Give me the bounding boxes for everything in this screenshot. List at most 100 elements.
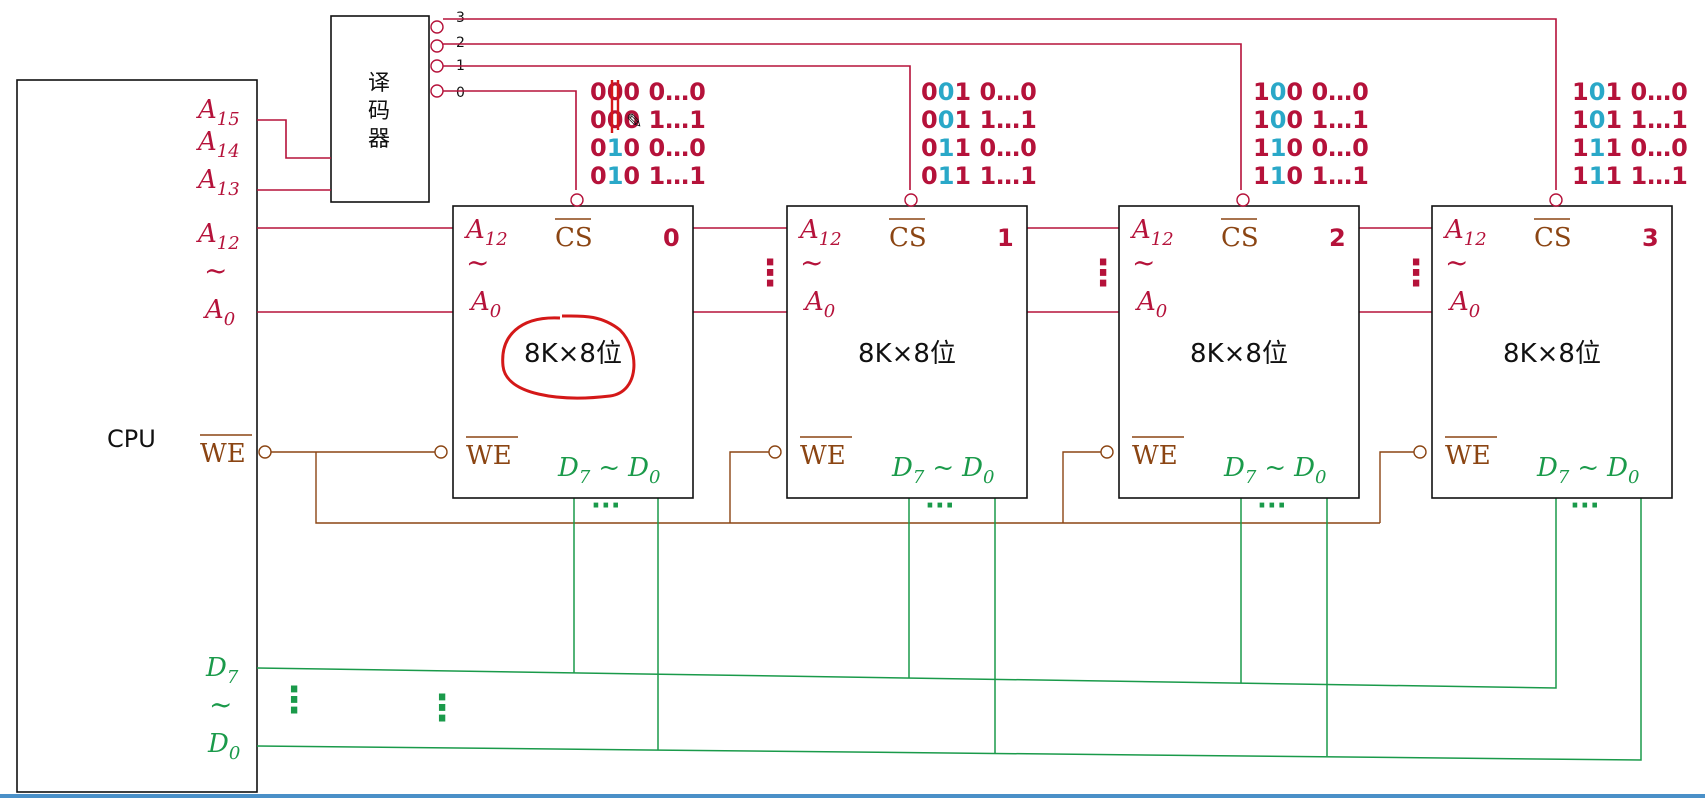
chip-pin-a12: A12 [798, 215, 842, 250]
chip-capacity: 8K×8位 [524, 339, 622, 369]
chip-pin-a12: A12 [1443, 215, 1487, 250]
addr-bus-ellipsis-3: ⋮ [1398, 253, 1434, 294]
decoder-output-2: 2 [430, 35, 465, 53]
wire-we-chip1 [729, 451, 771, 523]
chip-cs-bubble [1236, 193, 1250, 207]
chip-index: 2 [1329, 224, 1346, 252]
chip-pin-cs: CS [555, 223, 593, 253]
cpu-pin-d7: D7 [205, 653, 239, 688]
data-bus-ellipsis-mid: ⋮ [424, 688, 460, 729]
wire-we-chip3 [1379, 451, 1419, 523]
cpu-block [16, 79, 258, 793]
chip-cs-bubble [1549, 193, 1563, 207]
cpu-pin-a15: A15 [196, 95, 240, 130]
decoder-output-0: 0 [430, 84, 465, 101]
wire-cs3 [443, 18, 1557, 190]
chip-addr-range-row: 110 0…0 [1253, 134, 1369, 162]
wire-d7-bus [256, 498, 1557, 689]
chip-addr-range-row: 101 1…1 [1572, 106, 1688, 134]
chip-we-bubble [434, 445, 448, 459]
chip-addr-range-row: 101 0…0 [1572, 78, 1688, 106]
chip-cs-bubble [570, 193, 584, 207]
chip-addr-range-row: 110 1…1 [1253, 162, 1369, 190]
chip-pin-cs: CS [889, 223, 927, 253]
chip-addr-range-row: 010 0…0 [590, 134, 706, 162]
chip-pin-a12: A12 [1130, 215, 1174, 250]
chip-data-ellipsis: ··· [1257, 491, 1287, 521]
chip-index: 0 [663, 224, 680, 252]
svg-text:A12: A12 [196, 219, 240, 254]
wire-cs0 [443, 90, 577, 190]
chip-addr-range-row: 111 0…0 [1572, 134, 1688, 162]
cpu-pin-a14: A14 [196, 127, 240, 162]
decoder-label-char-2: 码 [368, 99, 390, 124]
chip-pin-data: D7~D0 [891, 453, 994, 488]
chip-addr-range-row: 100 0…0 [1253, 78, 1369, 106]
wire-d0-bus [256, 498, 1642, 761]
chip-pin-a0: A0 [803, 287, 835, 322]
chip-cs-bubble [904, 193, 918, 207]
svg-text:A0: A0 [203, 295, 235, 330]
wire-we-chip2 [1062, 451, 1104, 523]
chip-capacity: 8K×8位 [1503, 339, 1601, 369]
chip-addr-range-row: 000 1…1 [590, 106, 706, 134]
decoder-label-char-3: 器 [368, 127, 390, 152]
chip-addr-tilde: ~ [466, 246, 489, 279]
chip-pin-a0: A0 [1448, 287, 1480, 322]
annotation-circle [501, 314, 636, 400]
svg-text:A14: A14 [196, 127, 240, 162]
decoder-block [330, 15, 430, 203]
chip-pin-data: D7~D0 [1536, 453, 1639, 488]
chip-addr-range-row: 011 0…0 [921, 134, 1037, 162]
chip-capacity: 8K×8位 [1190, 339, 1288, 369]
svg-text:D0: D0 [207, 729, 240, 764]
cpu-pin-a13: A13 [196, 165, 240, 200]
cpu-pin-a0: A0 [203, 295, 235, 330]
chip-addr-range-row: 000 0…0 [590, 78, 706, 106]
cpu-pin-we: WE [200, 439, 246, 469]
chip-body [786, 205, 1028, 499]
chip-addr-range-row: 001 1…1 [921, 106, 1037, 134]
wire-we-return [315, 452, 1380, 524]
chip-pin-data: D7~D0 [1223, 453, 1326, 488]
cpu-label: CPU [107, 425, 156, 453]
svg-text:0: 0 [456, 85, 465, 101]
chip-addr-range-row: 011 1…1 [921, 162, 1037, 190]
chip-data-ellipsis: ··· [591, 491, 621, 521]
pen-cursor-icon: ✎ [626, 109, 643, 133]
window-bottom-bar [0, 794, 1705, 798]
svg-text:2: 2 [456, 35, 465, 51]
cpu-pin-a12: A12 [196, 219, 240, 254]
chip-pin-we: WE [800, 441, 846, 471]
chip-pin-data: D7~D0 [557, 453, 660, 488]
chip-capacity: 8K×8位 [858, 339, 956, 369]
chip-we-bubble [1413, 445, 1427, 459]
chip-pin-we: WE [1445, 441, 1491, 471]
chip-pin-a0: A0 [469, 287, 501, 322]
cpu-we-bubble [258, 445, 272, 459]
chip-index: 1 [997, 224, 1014, 252]
chip-addr-range-row: 100 1…1 [1253, 106, 1369, 134]
chip-body [452, 205, 694, 499]
chip-addr-range-row: 010 1…1 [590, 162, 706, 190]
chip-pin-a0: A0 [1135, 287, 1167, 322]
svg-text:A13: A13 [196, 165, 240, 200]
chip-pin-a12: A12 [464, 215, 508, 250]
decoder-output-3: 3 [430, 10, 465, 34]
chip-addr-tilde: ~ [800, 246, 823, 279]
chip-addr-tilde: ~ [1132, 246, 1155, 279]
chip-pin-cs: CS [1534, 223, 1572, 253]
chip-pin-we: WE [466, 441, 512, 471]
chip-body [1118, 205, 1360, 499]
svg-text:D7: D7 [205, 653, 239, 688]
svg-text:A15: A15 [196, 95, 240, 130]
chip-addr-range-row: 001 0…0 [921, 78, 1037, 106]
chip-data-ellipsis: ··· [925, 491, 955, 521]
svg-text:3: 3 [456, 10, 465, 26]
decoder-label-char-1: 译 [368, 71, 390, 96]
